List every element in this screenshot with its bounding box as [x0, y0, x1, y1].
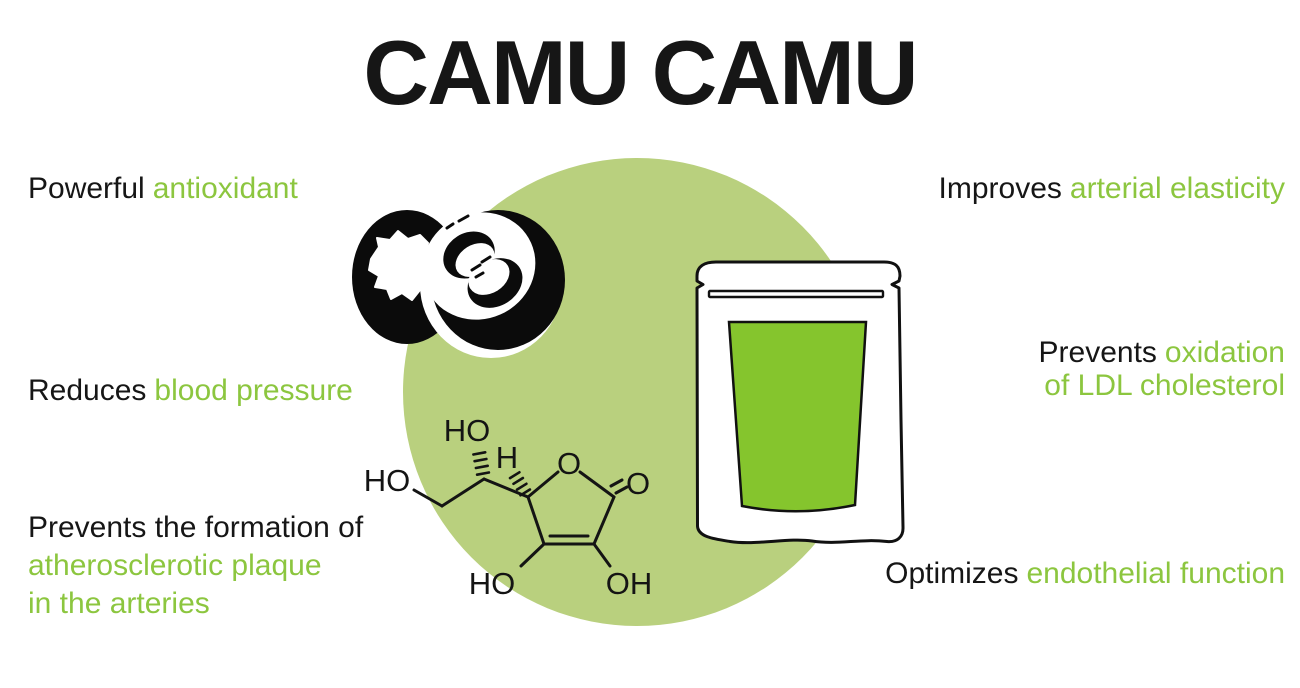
benefit-text-highlight: oxidation — [1164, 336, 1285, 369]
benefit-atherosclerotic-plaque: Prevents the formation of atheroscleroti… — [28, 509, 363, 623]
pouch-zip-seal — [707, 289, 885, 299]
benefit-text-plain: Reduces — [28, 374, 147, 407]
benefit-text-highlight: of LDL cholesterol — [1044, 369, 1285, 402]
label-o-carbonyl: O — [626, 466, 650, 501]
benefit-text-plain: Powerful — [28, 172, 145, 205]
vitamin-c-molecule-icon: HO HO H O O HO OH — [364, 413, 653, 601]
benefit-text-highlight: in the arteries — [28, 587, 210, 620]
label-ho-top: HO — [444, 413, 491, 448]
pouch-window — [727, 320, 868, 513]
benefit-text-highlight: atherosclerotic plaque — [28, 549, 322, 582]
camu-camu-berries-icon — [352, 210, 565, 358]
label-oh-bottom: OH — [606, 566, 653, 601]
benefit-text-highlight: antioxidant — [152, 172, 298, 205]
benefit-text-plain: Optimizes — [885, 557, 1019, 590]
label-h: H — [496, 440, 518, 475]
benefit-text-plain: Improves — [938, 172, 1062, 205]
label-ho-bottom: HO — [469, 566, 516, 601]
benefit-text-highlight: arterial elasticity — [1069, 172, 1285, 205]
benefit-text-plain: Prevents — [1038, 336, 1157, 369]
label-o-ring: O — [557, 446, 581, 481]
benefit-text-plain: Prevents the formation of — [28, 511, 364, 544]
page-title: CAMU CAMU — [363, 23, 918, 124]
benefit-text-highlight: blood pressure — [154, 374, 353, 407]
benefit-text-highlight: endothelial function — [1026, 557, 1285, 590]
powder-pouch-icon — [695, 260, 905, 545]
label-ho-left: HO — [364, 463, 411, 498]
